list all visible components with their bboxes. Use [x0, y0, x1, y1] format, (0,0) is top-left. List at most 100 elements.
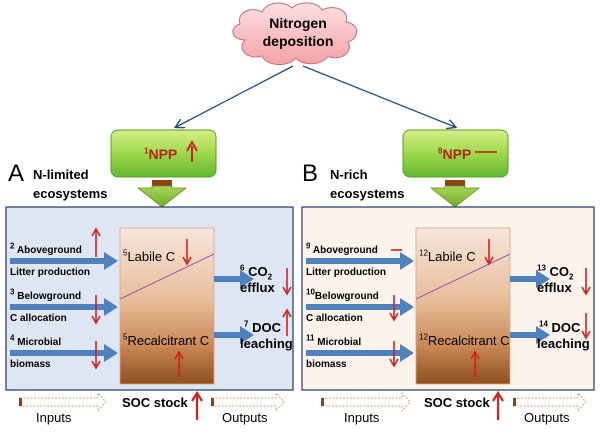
input-arrow-microbial-a — [10, 344, 118, 362]
legend-outputs-label-a: Outputs — [222, 410, 268, 425]
pool-num: 5 — [123, 248, 128, 258]
input-label-belowground-a: 3 Belowground C allocation — [10, 287, 82, 326]
input-num: 4 — [10, 333, 15, 343]
legend-inputs-label-b: Inputs — [344, 410, 380, 425]
legend-outputs-arrow-a — [211, 391, 285, 413]
input-label-belowground-b: 10Belowground C allocation — [306, 287, 379, 326]
soc-up-arrow-b — [492, 390, 504, 420]
trend-down-arrow-labile-b — [484, 239, 494, 266]
output-line1: CO — [248, 264, 268, 279]
input-arrow-aboveground-a — [10, 252, 118, 270]
soc-column-b — [415, 227, 511, 385]
pool-text: Labile C — [427, 249, 476, 264]
input-num: 2 — [10, 241, 15, 251]
output-num: 7 — [244, 319, 249, 329]
trend-down-arrow-microbial-a — [91, 341, 101, 370]
trend-down-arrow-microbial-b — [389, 341, 399, 368]
input-line2: C allocation — [10, 313, 67, 324]
input-num: 11 — [306, 333, 315, 343]
output-label-doc-b: 14 DOC leaching — [537, 320, 590, 352]
output-num: 6 — [240, 263, 245, 273]
legend-inputs-label-a: Inputs — [36, 410, 72, 425]
trend-up-arrow-recalcitrant-b — [470, 350, 480, 377]
legend-soc-label-a: SOC stock — [122, 395, 188, 410]
input-line2: Litter production — [306, 267, 386, 278]
output-line2: leaching — [537, 336, 590, 351]
input-line2: biomass — [306, 359, 347, 370]
pool-label-recalcitrant-b: 12Recalcitrant C — [419, 333, 510, 348]
legend-outputs-arrow-b — [513, 391, 587, 413]
input-arrow-microbial-b — [306, 344, 414, 362]
output-line2: efflux — [240, 280, 275, 295]
link-cloud-to-npp-a — [176, 65, 294, 127]
pool-label-labile-b: 12Labile C — [419, 249, 476, 264]
pool-num: 5 — [123, 332, 128, 342]
trend-down-arrow-doc-b — [581, 313, 591, 340]
input-line2: C allocation — [306, 313, 363, 324]
input-num: 10 — [306, 287, 315, 297]
output-arrow-doc-a — [214, 326, 254, 344]
legend-soc-label-b: SOC stock — [424, 395, 490, 410]
input-label-aboveground-a: 2 Aboveground Litter production — [10, 241, 90, 280]
output-arrow-doc-b — [510, 326, 550, 344]
input-num: 9 — [306, 241, 311, 251]
panel-title-b: N-rich ecosystems — [330, 165, 404, 203]
labile-recalcitrant-divider-a — [119, 253, 215, 300]
npp-down-arrow-a — [136, 180, 188, 208]
panel-title-b-line2: ecosystems — [330, 186, 405, 201]
link-cloud-to-npp-b — [302, 65, 455, 127]
input-arrow-belowground-a — [10, 298, 118, 316]
output-arrow-co2-a — [214, 270, 254, 288]
input-label-microbial-a: 4 Microbial biomass — [10, 333, 62, 372]
input-line1: Aboveground — [312, 245, 378, 256]
npp-text-b: NPP — [442, 146, 472, 162]
trend-down-arrow-labile-a — [182, 239, 192, 266]
npp-label-a: 1NPP — [144, 146, 177, 162]
driver-label: Nitrogen deposition — [243, 14, 353, 50]
trend-up-arrow-doc-a — [282, 308, 292, 336]
pool-text: Labile C — [127, 249, 176, 264]
panel-letter-b: B — [302, 160, 319, 187]
input-line2: Litter production — [10, 267, 90, 278]
npp-label-b: 8NPP — [438, 146, 471, 162]
output-line2: leaching — [240, 336, 293, 351]
output-label-doc-a: 7 DOC leaching — [240, 320, 293, 352]
input-arrow-aboveground-b — [306, 252, 414, 270]
output-sub: 2 — [569, 272, 574, 282]
input-line1: Microbial — [317, 337, 362, 348]
driver-line1: Nitrogen — [269, 15, 327, 31]
soc-up-arrow-a — [191, 390, 203, 420]
panel-title-a: N-limited ecosystems — [33, 165, 107, 203]
input-line1: Microbial — [17, 337, 62, 348]
panel-letter-a: A — [8, 160, 25, 187]
npp-text-a: NPP — [148, 146, 178, 162]
driver-line2: deposition — [262, 33, 334, 49]
npp-box-b — [402, 129, 509, 178]
trend-up-arrow-recalcitrant-a — [174, 350, 184, 377]
npp-num-b: 8 — [438, 146, 443, 156]
trend-down-arrow-belowground-a — [91, 295, 101, 325]
input-line1: Belowground — [17, 291, 82, 302]
pool-label-labile-a: 5Labile C — [123, 249, 175, 264]
output-line1: CO — [549, 264, 570, 279]
output-line2: efflux — [537, 280, 572, 295]
output-label-co2-b: 13 CO2 efflux — [537, 264, 573, 296]
output-line1: DOC — [551, 320, 581, 335]
pool-num: 12 — [419, 248, 428, 258]
nitrogen-deposition-cloud — [232, 2, 358, 65]
input-num: 3 — [10, 287, 15, 297]
trend-down-arrow-co2-b — [581, 268, 591, 296]
output-line1: DOC — [252, 320, 281, 335]
output-sub: 2 — [267, 272, 273, 282]
pool-text: Recalcitrant C — [127, 333, 210, 348]
trend-up-arrow-aboveground-a — [91, 227, 101, 257]
panel-title-a-line2: ecosystems — [33, 186, 108, 201]
pool-num: 12 — [419, 332, 428, 342]
legend-inputs-arrow-b — [321, 391, 411, 413]
input-line2: biomass — [10, 359, 51, 370]
panel-title-a-line1: N-limited — [33, 167, 89, 182]
legend-inputs-arrow-a — [19, 391, 107, 413]
npp-up-arrow-a — [186, 139, 198, 162]
panel-title-b-line1: N-rich — [330, 167, 368, 182]
